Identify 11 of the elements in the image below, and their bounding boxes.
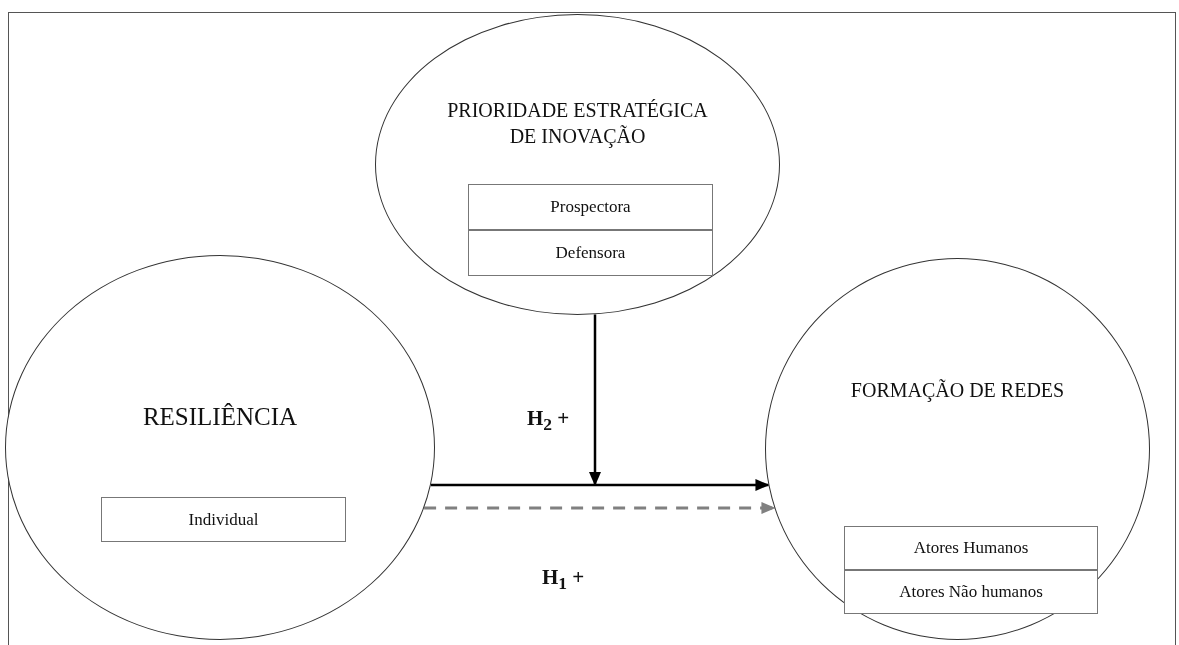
arrow <box>589 314 601 486</box>
dimension-box: Individual <box>101 497 346 542</box>
dimension-box: Atores Humanos <box>844 526 1098 570</box>
dashed-arrow <box>424 502 776 514</box>
dimension-box: Atores Não humanos <box>844 570 1098 614</box>
construct-title: FORMAÇÃO DE REDES <box>849 378 1066 403</box>
construct-title: RESILIÊNCIA <box>141 402 299 432</box>
arrow <box>430 479 770 491</box>
dimension-box: Prospectora <box>468 184 713 230</box>
dimension-box: Defensora <box>468 230 713 276</box>
construct-title: PRIORIDADE ESTRATÉGICA DE INOVAÇÃO <box>446 98 709 149</box>
